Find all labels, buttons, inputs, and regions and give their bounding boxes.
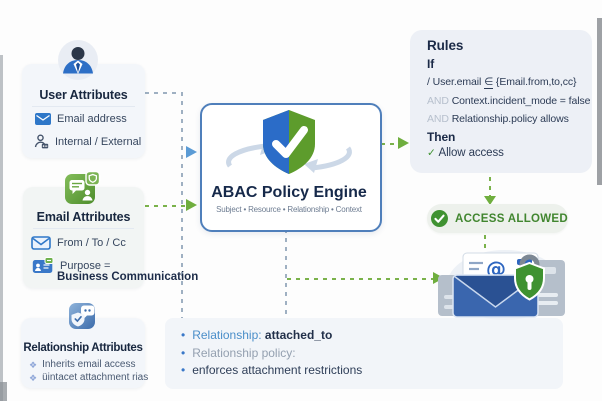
email-item-fromtocc-label: From / To / Cc xyxy=(57,237,126,249)
check-icon: ✓ xyxy=(427,147,439,159)
note-1-label: Relationship: xyxy=(192,328,262,342)
envelope-icon xyxy=(35,113,51,125)
email-card-title: Email Attributes xyxy=(36,210,131,224)
rules-card: Rules If / User.email ∈ {Email.from,to,c… xyxy=(410,30,592,173)
relationship-item-1-label: Inherits email access xyxy=(42,359,136,370)
connector-mid-horizontal xyxy=(287,278,433,280)
email-item-purpose-label: Purpose = xyxy=(60,259,111,272)
engine-title: ABAC Policy Engine xyxy=(211,184,367,201)
note-2-text: Relationship policy: xyxy=(192,346,296,360)
email-chat-icon xyxy=(65,170,101,204)
divider xyxy=(33,228,134,229)
relationship-item-2: ❖ üintacet attachment rias xyxy=(29,372,148,384)
cond1-pre: / User.email xyxy=(427,76,485,88)
note-1-value: attached_to xyxy=(264,328,333,342)
edge-shadow xyxy=(0,55,3,401)
user-item-internal-label: Internal / External xyxy=(55,135,142,148)
person-id-icon xyxy=(34,134,49,149)
rules-condition-3: AND Relationship.policy allows xyxy=(427,113,569,125)
envelope-outline-icon xyxy=(31,236,51,250)
note-3-text: enforces attachment restrictions xyxy=(192,363,363,377)
edge-shadow xyxy=(597,18,602,185)
diamond-bullet-icon: ❖ xyxy=(29,360,38,370)
relationship-card-title: Relationship Attributes xyxy=(23,342,143,354)
cond1-post: {Email.from,to,cc} xyxy=(493,76,577,88)
policy-shield-icon xyxy=(226,110,352,174)
user-item-email-label: Email address xyxy=(57,113,127,125)
email-card-item-fromtocc: From / To / Cc xyxy=(31,236,126,250)
relationship-attributes-card xyxy=(21,318,145,388)
connector-user-horizontal xyxy=(145,92,183,94)
email-card-item-purpose: Purpose = xyxy=(32,257,110,274)
relationship-chat-shield-icon xyxy=(69,303,95,329)
relationship-item-1: ❖ Inherits email access xyxy=(29,359,135,371)
engine-subtitle: Subject • Resource • Relationship • Cont… xyxy=(216,205,362,214)
user-card-item-internal: Internal / External xyxy=(34,134,141,149)
purpose-card-icon xyxy=(32,257,54,273)
and-keyword: AND xyxy=(427,113,452,125)
connector-email-horizontal xyxy=(145,205,185,207)
relationship-notes-panel xyxy=(165,318,563,389)
arrow-rules-to-badge-icon xyxy=(484,196,496,205)
access-allowed-badge: ACCESS ALLOWED xyxy=(427,204,568,233)
and-keyword: AND xyxy=(427,95,452,107)
user-card-item-email: Email address xyxy=(35,113,127,125)
note-row-2: • Relationship policy: xyxy=(181,346,296,360)
dot-bullet-icon: • xyxy=(181,363,186,377)
user-card-title: User Attributes xyxy=(39,88,128,102)
rules-result: ✓ Allow access xyxy=(427,147,504,159)
element-of-symbol: ∈ xyxy=(484,76,494,89)
user-avatar-icon xyxy=(58,40,98,80)
access-allowed-label: ACCESS ALLOWED xyxy=(454,212,568,225)
divider xyxy=(32,106,135,107)
arrow-engine-to-rules-icon xyxy=(398,137,409,149)
note-row-3: • enforces attachment restrictions xyxy=(181,363,362,377)
connector-engine-to-rules xyxy=(381,143,398,145)
cond3-text: Relationship.policy allows xyxy=(451,113,569,125)
rules-condition-1: / User.email ∈ {Email.from,to,cc} xyxy=(427,76,577,89)
rules-condition-2: AND Context.incident_mode = false xyxy=(427,95,590,107)
arrow-email-to-engine-icon xyxy=(186,199,197,211)
diamond-bullet-icon: ❖ xyxy=(29,373,38,383)
arrow-user-to-engine-icon xyxy=(186,146,197,158)
check-circle-icon xyxy=(431,210,448,227)
cond2-text: Context.incident_mode = false xyxy=(451,95,591,107)
connector-rules-to-badge xyxy=(489,177,491,196)
rules-title: Rules xyxy=(427,38,464,53)
note-1-text: Relationship: attached_to xyxy=(192,328,332,342)
edge-shadow xyxy=(0,382,7,401)
connector-engine-vertical xyxy=(285,229,287,318)
secure-mail-illustration: @ xyxy=(438,250,565,320)
dot-bullet-icon: • xyxy=(181,328,186,342)
connector-badge-to-mail xyxy=(484,235,486,250)
dot-bullet-icon: • xyxy=(181,346,186,360)
email-item-purpose-value: Business Communication xyxy=(57,271,199,283)
rules-if-label: If xyxy=(427,57,435,71)
rules-then-label: Then xyxy=(427,130,456,144)
rules-result-label: Allow access xyxy=(438,147,504,159)
relationship-item-2-label: üintacet attachment rias xyxy=(42,372,149,383)
note-row-1: • Relationship: attached_to xyxy=(181,328,332,342)
